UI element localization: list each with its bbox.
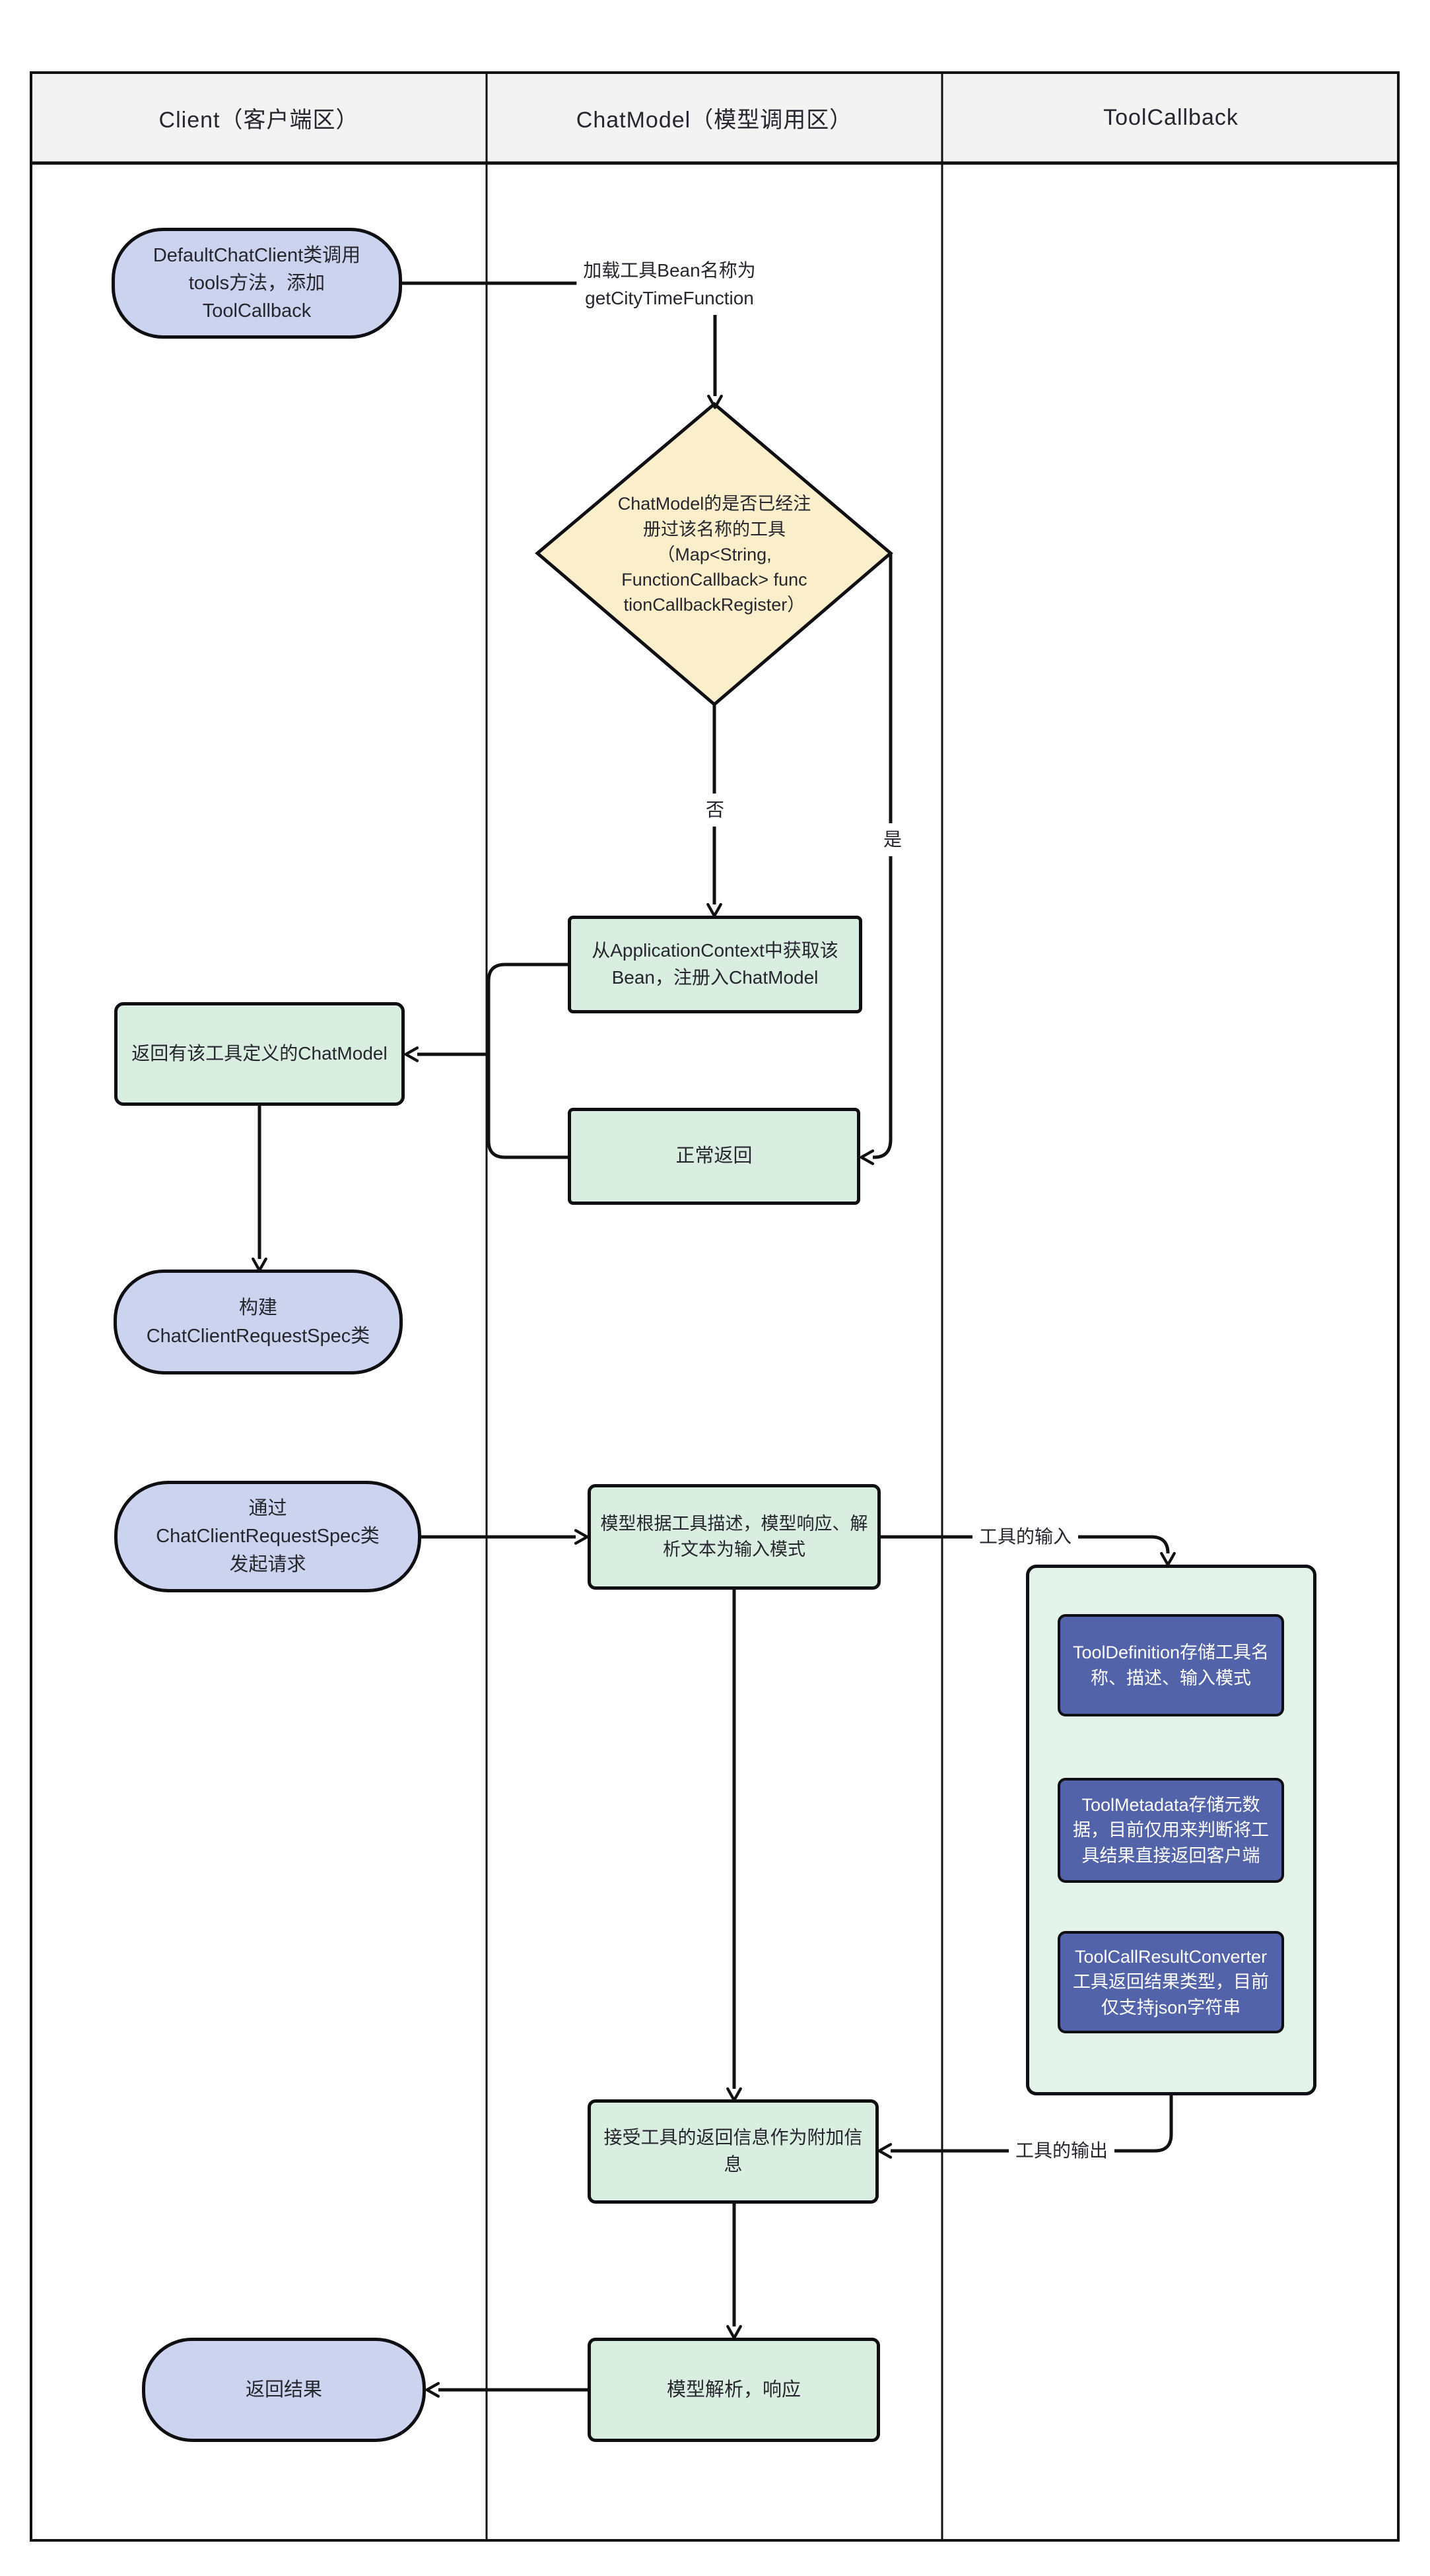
edge-label-tool-input: 工具的输入 xyxy=(972,1520,1079,1553)
node-return-chatmodel: 返回有该工具定义的ChatModel xyxy=(114,1002,405,1106)
lane-header-client: Client（客户端区） xyxy=(31,73,487,163)
node-accept-tool-return: 接受工具的返回信息作为附加信息 xyxy=(588,2099,879,2204)
edge-label-load-tool-bean: 加载工具Bean名称为 getCityTimeFunction xyxy=(576,254,763,315)
node-tool-call-result-converter: ToolCallResultConverter 工具返回结果类型，目前 仅支持j… xyxy=(1058,1931,1284,2033)
node-return-result: 返回结果 xyxy=(142,2338,426,2442)
edge-merge-bracket xyxy=(487,963,568,1159)
lane-header-toolcallback: ToolCallback xyxy=(942,73,1400,163)
edge-tool-input xyxy=(881,1535,1176,1567)
node-build-request-spec: 构建 ChatClientRequestSpec类 xyxy=(114,1270,403,1374)
edge-decision-yes xyxy=(860,553,893,1165)
node-tool-definition: ToolDefinition存储工具名 称、描述、输入模式 xyxy=(1058,1614,1284,1716)
node-model-parse-response: 模型解析，响应 xyxy=(588,2338,880,2442)
node-normal-return: 正常返回 xyxy=(568,1108,860,1205)
node-decision-registered: ChatModel的是否已经注 册过该名称的工具 （Map<String, Fu… xyxy=(617,494,811,615)
node-default-chat-client: DefaultChatClient类调用 tools方法，添加 ToolCall… xyxy=(112,228,402,339)
node-tool-metadata: ToolMetadata存储元数 据，目前仅用来判断将工 具结果直接返回客户端 xyxy=(1058,1778,1284,1883)
node-model-parse-input: 模型根据工具描述，模型响应、解 析文本为输入模式 xyxy=(588,1484,881,1590)
lane-header-chatmodel: ChatModel（模型调用区） xyxy=(487,73,942,163)
edge-label-yes: 是 xyxy=(876,823,909,856)
edge-label-no: 否 xyxy=(698,794,732,827)
edge-label-tool-output: 工具的输出 xyxy=(1008,2134,1115,2167)
node-send-request: 通过 ChatClientRequestSpec类 发起请求 xyxy=(114,1481,421,1592)
edge-tool-output xyxy=(877,2095,1173,2159)
node-get-bean-register: 从ApplicationContext中获取该 Bean，注册入ChatMode… xyxy=(568,916,862,1013)
swimlane-frame xyxy=(30,71,1400,2542)
